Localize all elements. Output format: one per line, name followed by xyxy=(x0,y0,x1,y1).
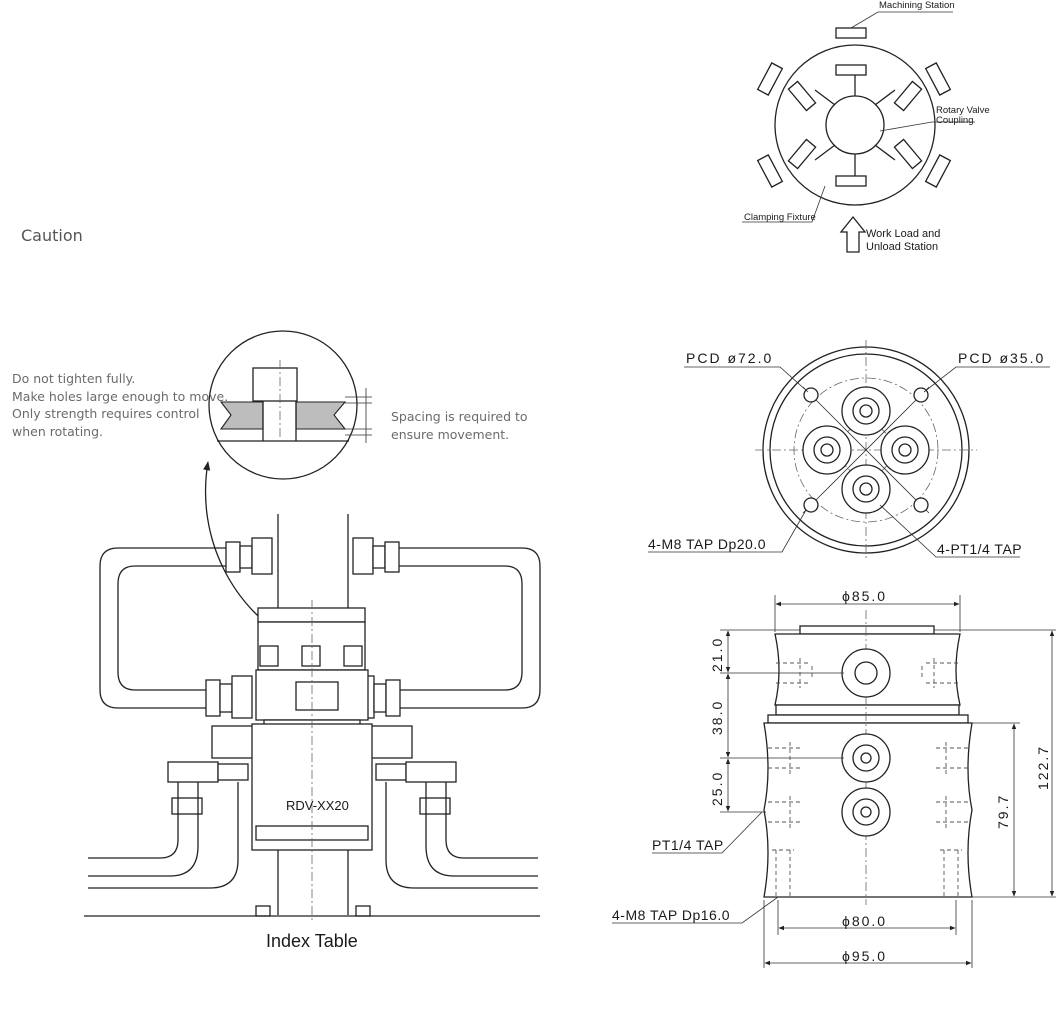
caution-heading: Caution xyxy=(21,226,83,245)
install-note-right-line1: Spacing is required to xyxy=(391,409,528,424)
pt-tap-label: PT1/4 TAP xyxy=(652,837,724,853)
install-note-right: Spacing is required to ensure movement. xyxy=(391,408,528,443)
install-note-line3: Only strength requires control xyxy=(12,406,200,421)
work-load-label: Work Load and Unload Station xyxy=(866,228,940,253)
bottom-tap-label: 4-M8 TAP Dp16.0 xyxy=(612,907,731,923)
pcd-inner-label: PCD ø35.0 xyxy=(958,350,1046,366)
machining-station-label: Machining Station xyxy=(879,0,955,11)
dia-top-label: ϕ85.0 xyxy=(842,588,888,604)
pcd-outer-label: PCD ø72.0 xyxy=(686,350,774,366)
rotary-valve-label: Rotary Valve Coupling xyxy=(936,106,990,126)
install-note-line4: when rotating. xyxy=(12,423,104,439)
dia-base-inner-label: ϕ80.0 xyxy=(842,913,888,929)
clamping-fixture-label: Clamping Fixture xyxy=(744,212,816,223)
dim-79-label: 79.7 xyxy=(995,793,1011,829)
top-view-drawing xyxy=(648,340,1050,560)
assembly-front-view xyxy=(84,514,541,920)
rotary-valve-line2: Coupling xyxy=(936,115,974,126)
dim-38-label: 38.0 xyxy=(709,699,725,735)
index-table-caption: Index Table xyxy=(266,931,358,951)
port-tap-label: 4-PT1/4 TAP xyxy=(937,541,1023,557)
install-note-line1: Do not tighten fully. xyxy=(12,371,136,386)
side-view-drawing xyxy=(612,595,1056,968)
install-note-right-line2: ensure movement. xyxy=(391,426,510,442)
install-note-line2: Make holes large enough to move. xyxy=(12,388,229,404)
station-layout-diagram xyxy=(742,11,975,253)
work-load-line2: Unload Station xyxy=(866,240,939,253)
work-load-line1: Work Load and xyxy=(866,228,941,240)
dim-122-label: 122.7 xyxy=(1035,744,1051,790)
install-note-left: Do not tighten fully. Make holes large e… xyxy=(12,370,228,440)
dia-base-outer-label: ϕ95.0 xyxy=(842,948,888,964)
dim-25-label: 25.0 xyxy=(709,770,725,806)
rotary-valve-line1: Rotary Valve xyxy=(936,105,990,116)
dim-21-label: 21.0 xyxy=(709,636,725,672)
model-label: RDV-XX20 xyxy=(286,798,349,813)
mount-tap-label: 4-M8 TAP Dp20.0 xyxy=(648,536,767,552)
